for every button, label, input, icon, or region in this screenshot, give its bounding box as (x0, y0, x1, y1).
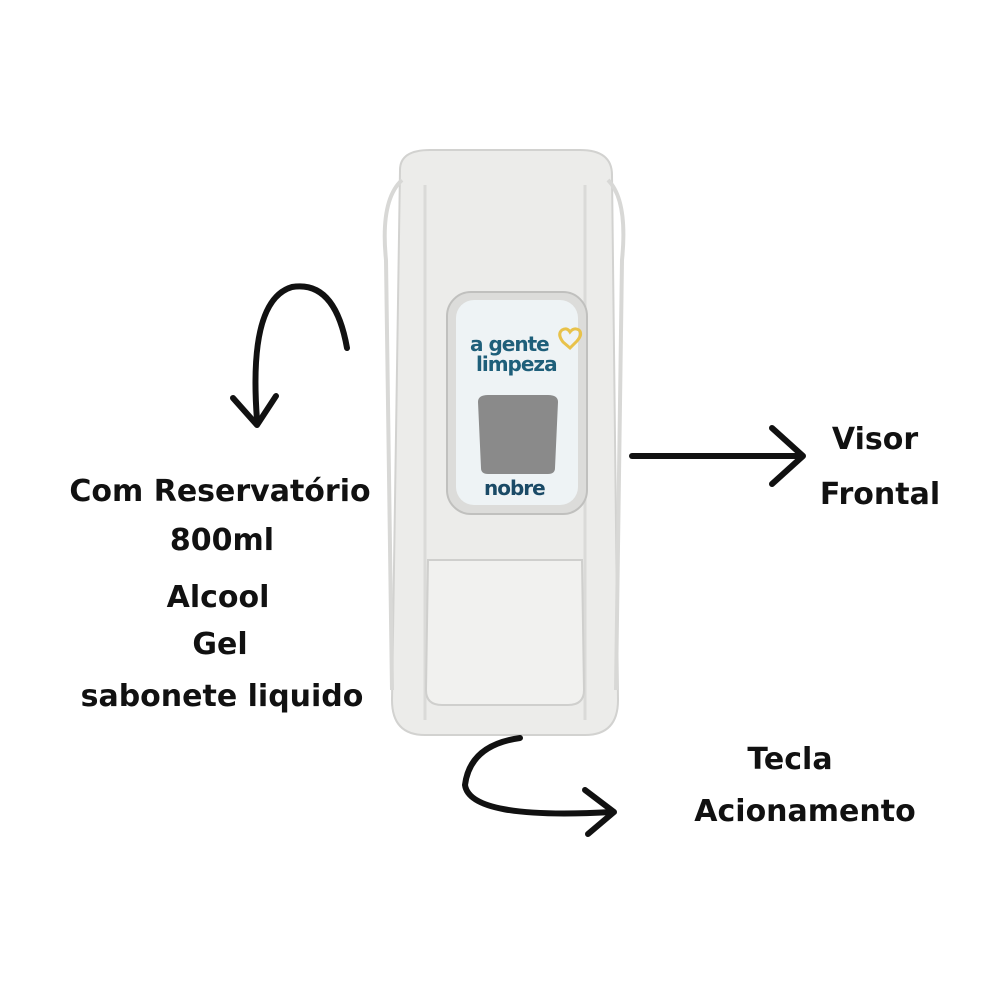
label-line2: limpeza (476, 352, 558, 376)
curved-arrow-tecla (462, 735, 615, 817)
soap-dispenser (382, 149, 626, 736)
reservoir-label-1: Com Reservatório (69, 474, 371, 509)
arrowhead (582, 787, 617, 837)
visor-label-2: Frontal (819, 477, 941, 512)
brand-logo: nobre (484, 476, 546, 500)
tecla-label-2: Acionamento (694, 794, 916, 829)
curved-arrow-reservoir (252, 283, 350, 423)
heart-icon (558, 327, 583, 351)
reservoir-label-5: sabonete liquido (80, 679, 364, 714)
push-button (424, 559, 586, 706)
visor-label-1: Visor (831, 422, 919, 457)
tecla-label-1: Tecla (747, 742, 833, 777)
label-line1: a gente (470, 332, 550, 356)
viewing-window (478, 395, 558, 474)
reservoir-label-3: Alcool (166, 580, 270, 615)
arrowhead (230, 393, 279, 428)
arrowhead (769, 425, 806, 487)
reservoir-label-4: Gel (192, 627, 248, 662)
reservoir-label-2: 800ml (169, 523, 275, 558)
